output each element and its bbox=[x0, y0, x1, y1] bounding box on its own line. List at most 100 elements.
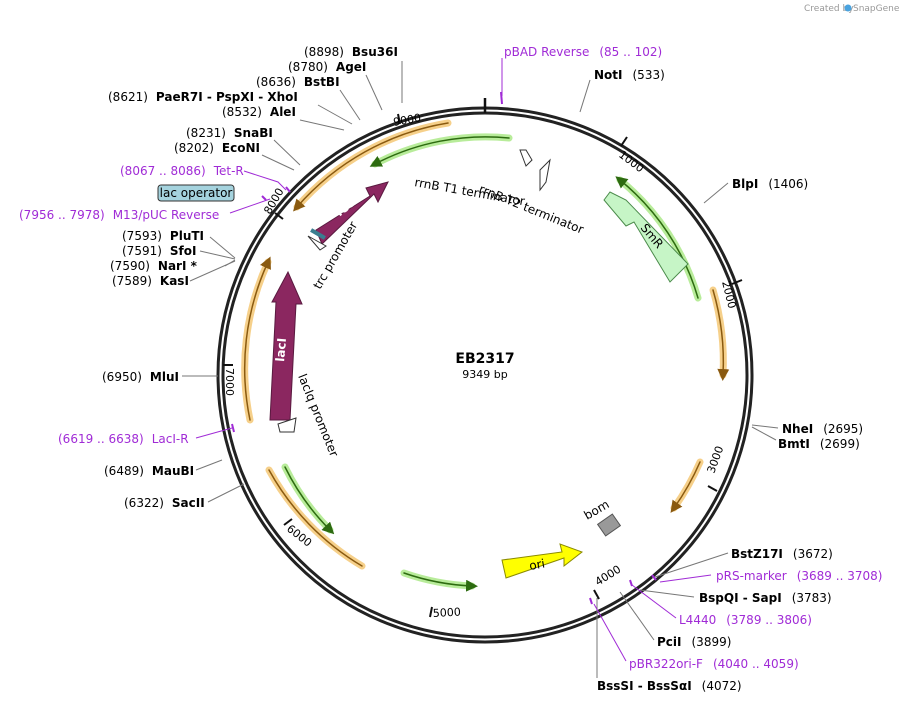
tick-label-7000: 7000 bbox=[223, 368, 236, 396]
site-alei[interactable]: (8532)AleI bbox=[222, 105, 296, 119]
leader-kasi bbox=[189, 260, 236, 282]
orf-arc-lower-left-line bbox=[268, 469, 363, 567]
ori-feature[interactable] bbox=[501, 543, 584, 579]
primer-tet-r[interactable]: (8067 .. 8086)Tet-R bbox=[120, 164, 244, 178]
site-pcii[interactable]: PciI(3899) bbox=[657, 635, 731, 649]
orf-green-left-line bbox=[284, 466, 335, 535]
site-sacii[interactable]: (6322)SacII bbox=[124, 496, 205, 510]
leader-bstbi bbox=[339, 89, 361, 121]
primer-laci-r[interactable]: (6619 .. 6638)LacI-R bbox=[58, 432, 189, 446]
primer-mark-prs bbox=[651, 574, 657, 581]
orf-arc-left bbox=[241, 258, 272, 424]
orf-arc-left-line bbox=[243, 256, 271, 421]
primer-m13-puc-reverse[interactable]: (7956 .. 7978)M13/pUC Reverse bbox=[19, 208, 219, 222]
primer-l4440[interactable]: L4440(3789 .. 3806) bbox=[679, 613, 812, 627]
site-snabi[interactable]: (8231)SnaBI bbox=[186, 126, 273, 140]
tick-8000 bbox=[274, 212, 284, 220]
site-bsu36i[interactable]: (8898)Bsu36I bbox=[304, 45, 398, 59]
site-pluti[interactable]: (7593)PluTI bbox=[122, 229, 204, 243]
primer-mark-laci-r bbox=[231, 423, 235, 433]
site-sfoi[interactable]: (7591)SfoI bbox=[122, 244, 196, 258]
rrnb-t2-terminator-feature[interactable] bbox=[539, 158, 551, 192]
plasmid-name: EB2317 bbox=[455, 351, 514, 367]
primer-prs-marker[interactable]: pRS-marker(3689 .. 3708) bbox=[716, 569, 882, 583]
leader-pcii bbox=[619, 591, 655, 641]
lac-operator-mark bbox=[310, 228, 326, 240]
rrnb-t2-terminator-label: rrnB T2 terminator bbox=[477, 182, 586, 237]
tick-label-5000: 5000 bbox=[432, 606, 461, 620]
leader-paer7i bbox=[317, 104, 353, 125]
site-paer7i[interactable]: (8621)PaeR7I - PspXI - XhoI bbox=[108, 90, 298, 104]
snapgene-logo-icon bbox=[844, 4, 852, 12]
site-bmti[interactable]: BmtI(2699) bbox=[778, 437, 860, 451]
site-nari[interactable]: (7590)NarI * bbox=[110, 259, 198, 273]
leader-prs-marker bbox=[659, 574, 712, 583]
tick-2000 bbox=[731, 279, 743, 285]
primer-mark-m13 bbox=[261, 195, 267, 201]
leader-maubi bbox=[195, 459, 223, 471]
orf-arc-top-line bbox=[293, 122, 449, 212]
tick-9000 bbox=[397, 113, 401, 125]
leader-agei bbox=[365, 74, 383, 111]
leader-alei bbox=[299, 119, 345, 131]
leader-laci-r bbox=[195, 427, 233, 439]
site-nhei[interactable]: NheI(2695) bbox=[782, 422, 863, 436]
leader-pluti bbox=[209, 236, 236, 259]
leader-bspqi bbox=[639, 589, 695, 598]
leader-sacii bbox=[207, 483, 245, 503]
leader-noti bbox=[579, 79, 591, 113]
orf-green-bottom-line bbox=[403, 572, 478, 592]
tetr-feature[interactable] bbox=[315, 181, 389, 245]
orf-arc-lower-right-line bbox=[670, 461, 701, 513]
laci-label: lacI bbox=[273, 337, 289, 362]
tick-4000 bbox=[593, 589, 600, 600]
lac-operator-badge[interactable] bbox=[157, 184, 235, 202]
leader-tet-r bbox=[243, 170, 287, 191]
plasmid-length: 9349 bp bbox=[462, 368, 507, 381]
primer-mark-pbr322 bbox=[589, 597, 593, 605]
primer-pbr322ori-f[interactable]: pBR322ori-F(4040 .. 4059) bbox=[629, 657, 799, 671]
site-mlui[interactable]: (6950)MluI bbox=[102, 370, 179, 384]
site-econi[interactable]: (8202)EcoNI bbox=[174, 141, 260, 155]
primer-mark-l4440 bbox=[629, 579, 633, 587]
ori-label: ori bbox=[528, 556, 546, 572]
leader-bstz17i bbox=[651, 552, 729, 579]
tick-5000 bbox=[429, 606, 433, 618]
leader-m13-puc-reverse bbox=[229, 198, 271, 214]
site-maubi[interactable]: (6489)MauBI bbox=[104, 464, 194, 478]
primer-mark-tet-r bbox=[285, 186, 291, 193]
leader-sfoi bbox=[199, 250, 236, 260]
primer-pbad-reverse[interactable]: pBAD Reverse(85 .. 102) bbox=[504, 45, 662, 59]
leader-l4440 bbox=[631, 584, 677, 619]
orf-arc-right-line bbox=[712, 289, 730, 381]
laci-feature[interactable] bbox=[269, 270, 303, 421]
leader-pbr322ori-f bbox=[593, 603, 627, 662]
credit-brand: SnapGene bbox=[853, 4, 900, 14]
rrnb-t1-terminator-feature[interactable] bbox=[519, 149, 533, 167]
leader-snabi bbox=[273, 139, 301, 166]
leader-nhei bbox=[751, 424, 779, 429]
tick-3000 bbox=[707, 485, 718, 492]
site-bspqi[interactable]: BspQI - SapI(3783) bbox=[699, 591, 832, 605]
bom-feature[interactable] bbox=[596, 513, 622, 537]
orf-green-right-line bbox=[615, 176, 699, 299]
site-blpi[interactable]: BlpI(1406) bbox=[732, 177, 808, 191]
leader-econi bbox=[261, 154, 295, 171]
tick-6000 bbox=[283, 518, 293, 526]
lac-operator-label: lac operator bbox=[160, 186, 233, 200]
tick-label-9000: 9000 bbox=[392, 111, 422, 129]
leader-blpi bbox=[703, 182, 729, 204]
site-bsssi[interactable]: BssSI - BssSαI(4072) bbox=[597, 679, 742, 693]
leader-bmti bbox=[751, 426, 777, 441]
site-bstbi[interactable]: (8636)BstBI bbox=[256, 75, 340, 89]
trc-promoter-feature[interactable] bbox=[307, 235, 327, 251]
laciq-promoter-feature[interactable] bbox=[277, 417, 297, 433]
site-noti[interactable]: NotI(533) bbox=[594, 68, 665, 82]
smr-feature[interactable] bbox=[603, 191, 689, 283]
site-bstz17i[interactable]: BstZ17I(3672) bbox=[731, 547, 833, 561]
orf-green-top-line bbox=[369, 136, 510, 167]
laciq-promoter-label: lacIq promoter bbox=[295, 372, 341, 459]
site-kasi[interactable]: (7589)KasI bbox=[112, 274, 189, 288]
tick-1000 bbox=[620, 136, 628, 147]
site-agei[interactable]: (8780)AgeI bbox=[288, 60, 366, 74]
